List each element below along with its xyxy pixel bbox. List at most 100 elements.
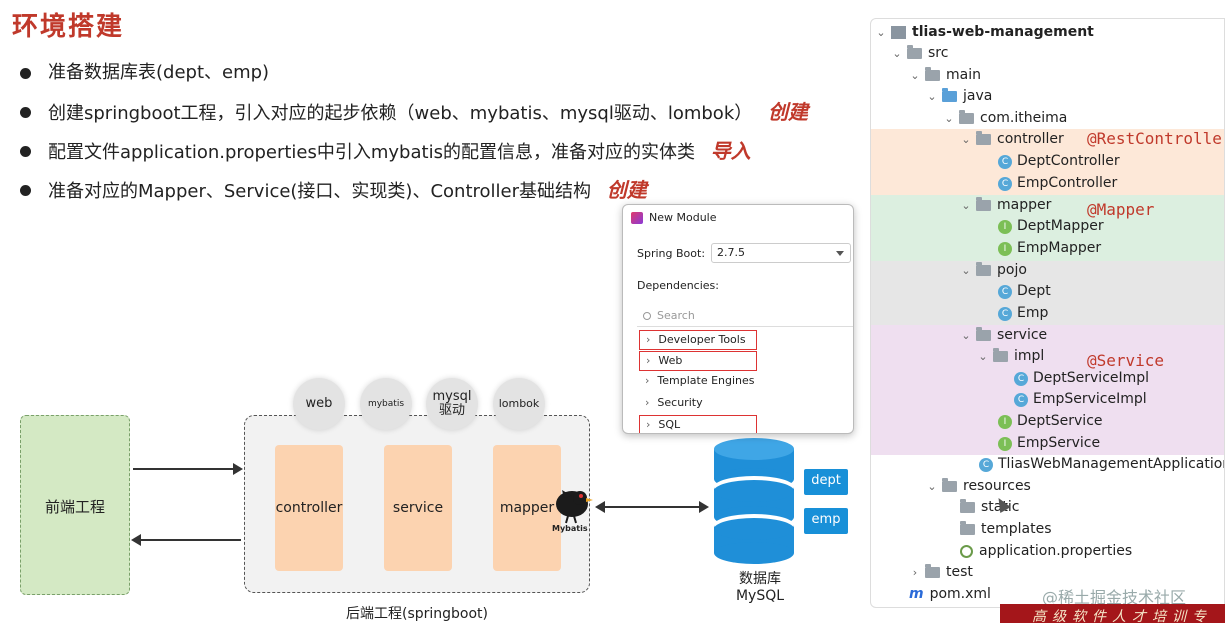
resources-folder-icon xyxy=(942,478,957,492)
database-label-cn: 数据库 xyxy=(739,571,781,587)
dep-category-security[interactable]: › Security xyxy=(639,394,703,414)
layer-mapper: mapper xyxy=(493,445,561,571)
tree-node-test[interactable]: › test xyxy=(909,562,973,583)
dep-category-label: Security xyxy=(657,396,703,409)
tree-label: test xyxy=(946,564,973,580)
dep-category-label: Developer Tools xyxy=(658,333,746,346)
tree-node-main[interactable]: ⌄ main xyxy=(909,65,981,86)
tree-node-emp[interactable]: C Emp xyxy=(998,303,1048,324)
mapper-band xyxy=(871,195,1224,261)
package-icon xyxy=(976,327,991,341)
tree-node-dept[interactable]: C Dept xyxy=(998,281,1051,302)
class-icon: C xyxy=(998,154,1012,169)
dep-category-template-engines[interactable]: › Template Engines xyxy=(639,372,755,392)
project-tree: ⌄tlias-web-management ⌄src ⌄main ⌄java ⌄… xyxy=(870,18,1225,608)
backend-label: 后端工程(springboot) xyxy=(345,606,489,622)
class-icon: C xyxy=(998,306,1012,321)
bullet-item: 配置文件application.properties中引入mybatis的配置信… xyxy=(18,136,878,175)
tree-label: Emp xyxy=(1017,305,1049,321)
bullet-item: 创建springboot工程，引入对应的起步依赖（web、mybatis、mys… xyxy=(18,97,878,136)
dep-category-web[interactable]: ›Web xyxy=(639,351,757,371)
chevron-down-icon: ⌄ xyxy=(944,112,954,125)
dep-bubble-mysql: mysql驱动 xyxy=(426,378,478,430)
dep-bubble-web: web xyxy=(293,378,345,430)
dependency-search-input[interactable]: Search xyxy=(637,305,853,327)
annotation-rest-controller: @RestController xyxy=(1087,129,1225,148)
tree-node-resources[interactable]: ⌄ resources xyxy=(926,476,1031,497)
tree-label: service xyxy=(997,327,1048,343)
tree-node-templates[interactable]: templates xyxy=(960,519,1052,540)
tree-node-pojo[interactable]: ⌄pojo xyxy=(960,260,1027,281)
tree-label: tlias-web-management xyxy=(912,24,1094,40)
interface-icon: I xyxy=(998,219,1012,234)
dep-category-label: Template Engines xyxy=(657,374,755,387)
chevron-right-icon: › xyxy=(912,566,918,579)
chevron-right-icon: › xyxy=(646,333,651,346)
bullet-text: 配置文件application.properties中引入mybatis的配置信… xyxy=(48,142,695,163)
tree-node-project[interactable]: ⌄tlias-web-management xyxy=(875,22,1094,43)
dep-category-label: Web xyxy=(658,354,683,367)
tree-label: resources xyxy=(963,478,1031,494)
tree-label: main xyxy=(946,67,981,83)
tree-node-package[interactable]: ⌄com.itheima xyxy=(943,108,1067,129)
spring-boot-version-select[interactable]: 2.7.5 xyxy=(711,243,852,263)
table-tag-dept: dept xyxy=(804,469,848,495)
class-icon: C xyxy=(1014,392,1028,407)
folder-icon xyxy=(960,521,975,535)
page-title: 环境搭建 xyxy=(12,12,125,42)
tree-label: Dept xyxy=(1017,283,1051,299)
pojo-band xyxy=(871,261,1224,325)
dep-category-sql[interactable]: ›SQL xyxy=(639,415,757,433)
class-icon: C xyxy=(998,176,1012,191)
service-band xyxy=(871,325,1224,455)
layer-service: service xyxy=(384,445,452,571)
tree-node-java[interactable]: ⌄java xyxy=(926,86,992,107)
chevron-down-icon: ⌄ xyxy=(910,69,920,82)
database-icon xyxy=(714,438,794,564)
module-icon xyxy=(891,26,906,39)
dep-bubble-mybatis: mybatis xyxy=(360,378,412,430)
interface-icon: I xyxy=(998,241,1012,256)
layer-controller: controller xyxy=(275,445,343,571)
mybatis-bird-icon xyxy=(556,490,593,524)
intellij-logo-icon xyxy=(631,211,643,224)
search-icon xyxy=(643,311,651,320)
package-icon xyxy=(993,348,1008,362)
tree-label: pojo xyxy=(997,262,1027,278)
tree-node-impl[interactable]: ⌄impl xyxy=(977,346,1044,367)
handwritten-note: 创建 xyxy=(767,100,808,124)
frontend-label: 前端工程 xyxy=(44,498,105,516)
tree-label: EmpService xyxy=(1017,435,1101,451)
dep-category-developer-tools[interactable]: › Developer Tools xyxy=(639,330,757,350)
bullet-text: 准备对应的Mapper、Service(接口、实现类)、Controller基础… xyxy=(48,181,591,202)
tree-node-properties[interactable]: application.properties xyxy=(960,541,1132,562)
annotation-service: @Service xyxy=(1087,351,1165,370)
response-arrow xyxy=(131,534,241,546)
package-icon xyxy=(959,110,974,124)
tree-node-src[interactable]: ⌄src xyxy=(891,43,948,64)
tree-node-static[interactable]: static xyxy=(960,497,1019,518)
tree-node-controller[interactable]: ⌄controller xyxy=(960,129,1064,150)
dialog-title: New Module xyxy=(649,211,717,224)
chevron-right-icon: › xyxy=(645,396,650,409)
tree-node-service[interactable]: ⌄service xyxy=(960,325,1047,346)
tree-label: controller xyxy=(997,131,1064,147)
annotation-mapper: @Mapper xyxy=(1087,200,1155,219)
chevron-right-icon: › xyxy=(645,374,650,387)
chevron-down-icon: ⌄ xyxy=(892,47,902,60)
chevron-down-icon: ⌄ xyxy=(927,480,937,493)
tree-label: DeptService xyxy=(1017,413,1103,429)
class-icon: C xyxy=(998,284,1012,299)
request-arrow xyxy=(133,463,243,475)
tree-node-mapper[interactable]: ⌄mapper xyxy=(960,195,1051,216)
